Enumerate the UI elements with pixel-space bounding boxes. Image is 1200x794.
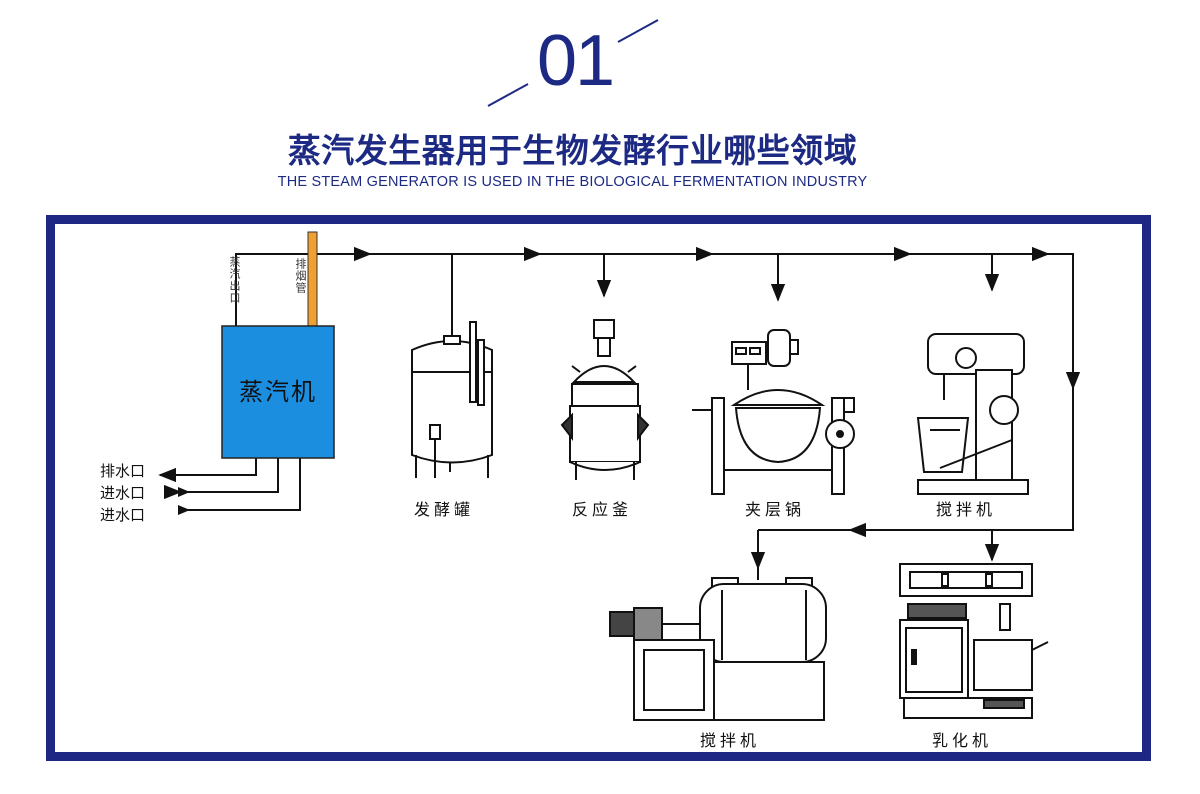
reaction-kettle-drawing [560,319,650,480]
drain-port-label: 排水口 [100,462,146,480]
inlet-port-label-2: 进水口 [100,506,146,524]
inlet-port-label-1: 进水口 [100,484,146,502]
chimney-label: 排烟管 [294,258,307,294]
fermentation-tank-label: 发酵罐 [414,500,475,519]
header-decoration [487,19,659,107]
steam-generator [221,325,335,459]
reaction-kettle-label: 反应釜 [572,500,633,519]
horizontal-mixer-label: 搅拌机 [700,731,761,750]
page-title: 蒸汽发生器用于生物发酵行业哪些领域 [287,131,858,170]
horizontal-mixer-drawing [609,577,827,721]
emulsifier-label: 乳化机 [932,731,993,750]
section-number: 01 [536,21,615,101]
fermentation-tank-drawing [411,321,493,478]
decor-slash-right [617,19,659,43]
decor-slash-left [487,83,529,107]
generator-label: 蒸汽机 [239,378,317,406]
branch-pipes [451,254,1000,580]
planetary-mixer-drawing [916,333,1029,495]
planetary-mixer-label: 搅拌机 [936,500,997,519]
emulsifier-drawing [899,563,1049,719]
steam-outlet-label: 蒸汽出口 [228,256,241,304]
chimney [307,231,318,329]
steam-main-pipe [235,246,1081,538]
jacketed-pot-label: 夹层锅 [745,500,806,519]
jacketed-pot-drawing [692,329,855,495]
water-pipes [158,458,301,511]
page-subtitle: THE STEAM GENERATOR IS USED IN THE BIOLO… [277,174,868,190]
